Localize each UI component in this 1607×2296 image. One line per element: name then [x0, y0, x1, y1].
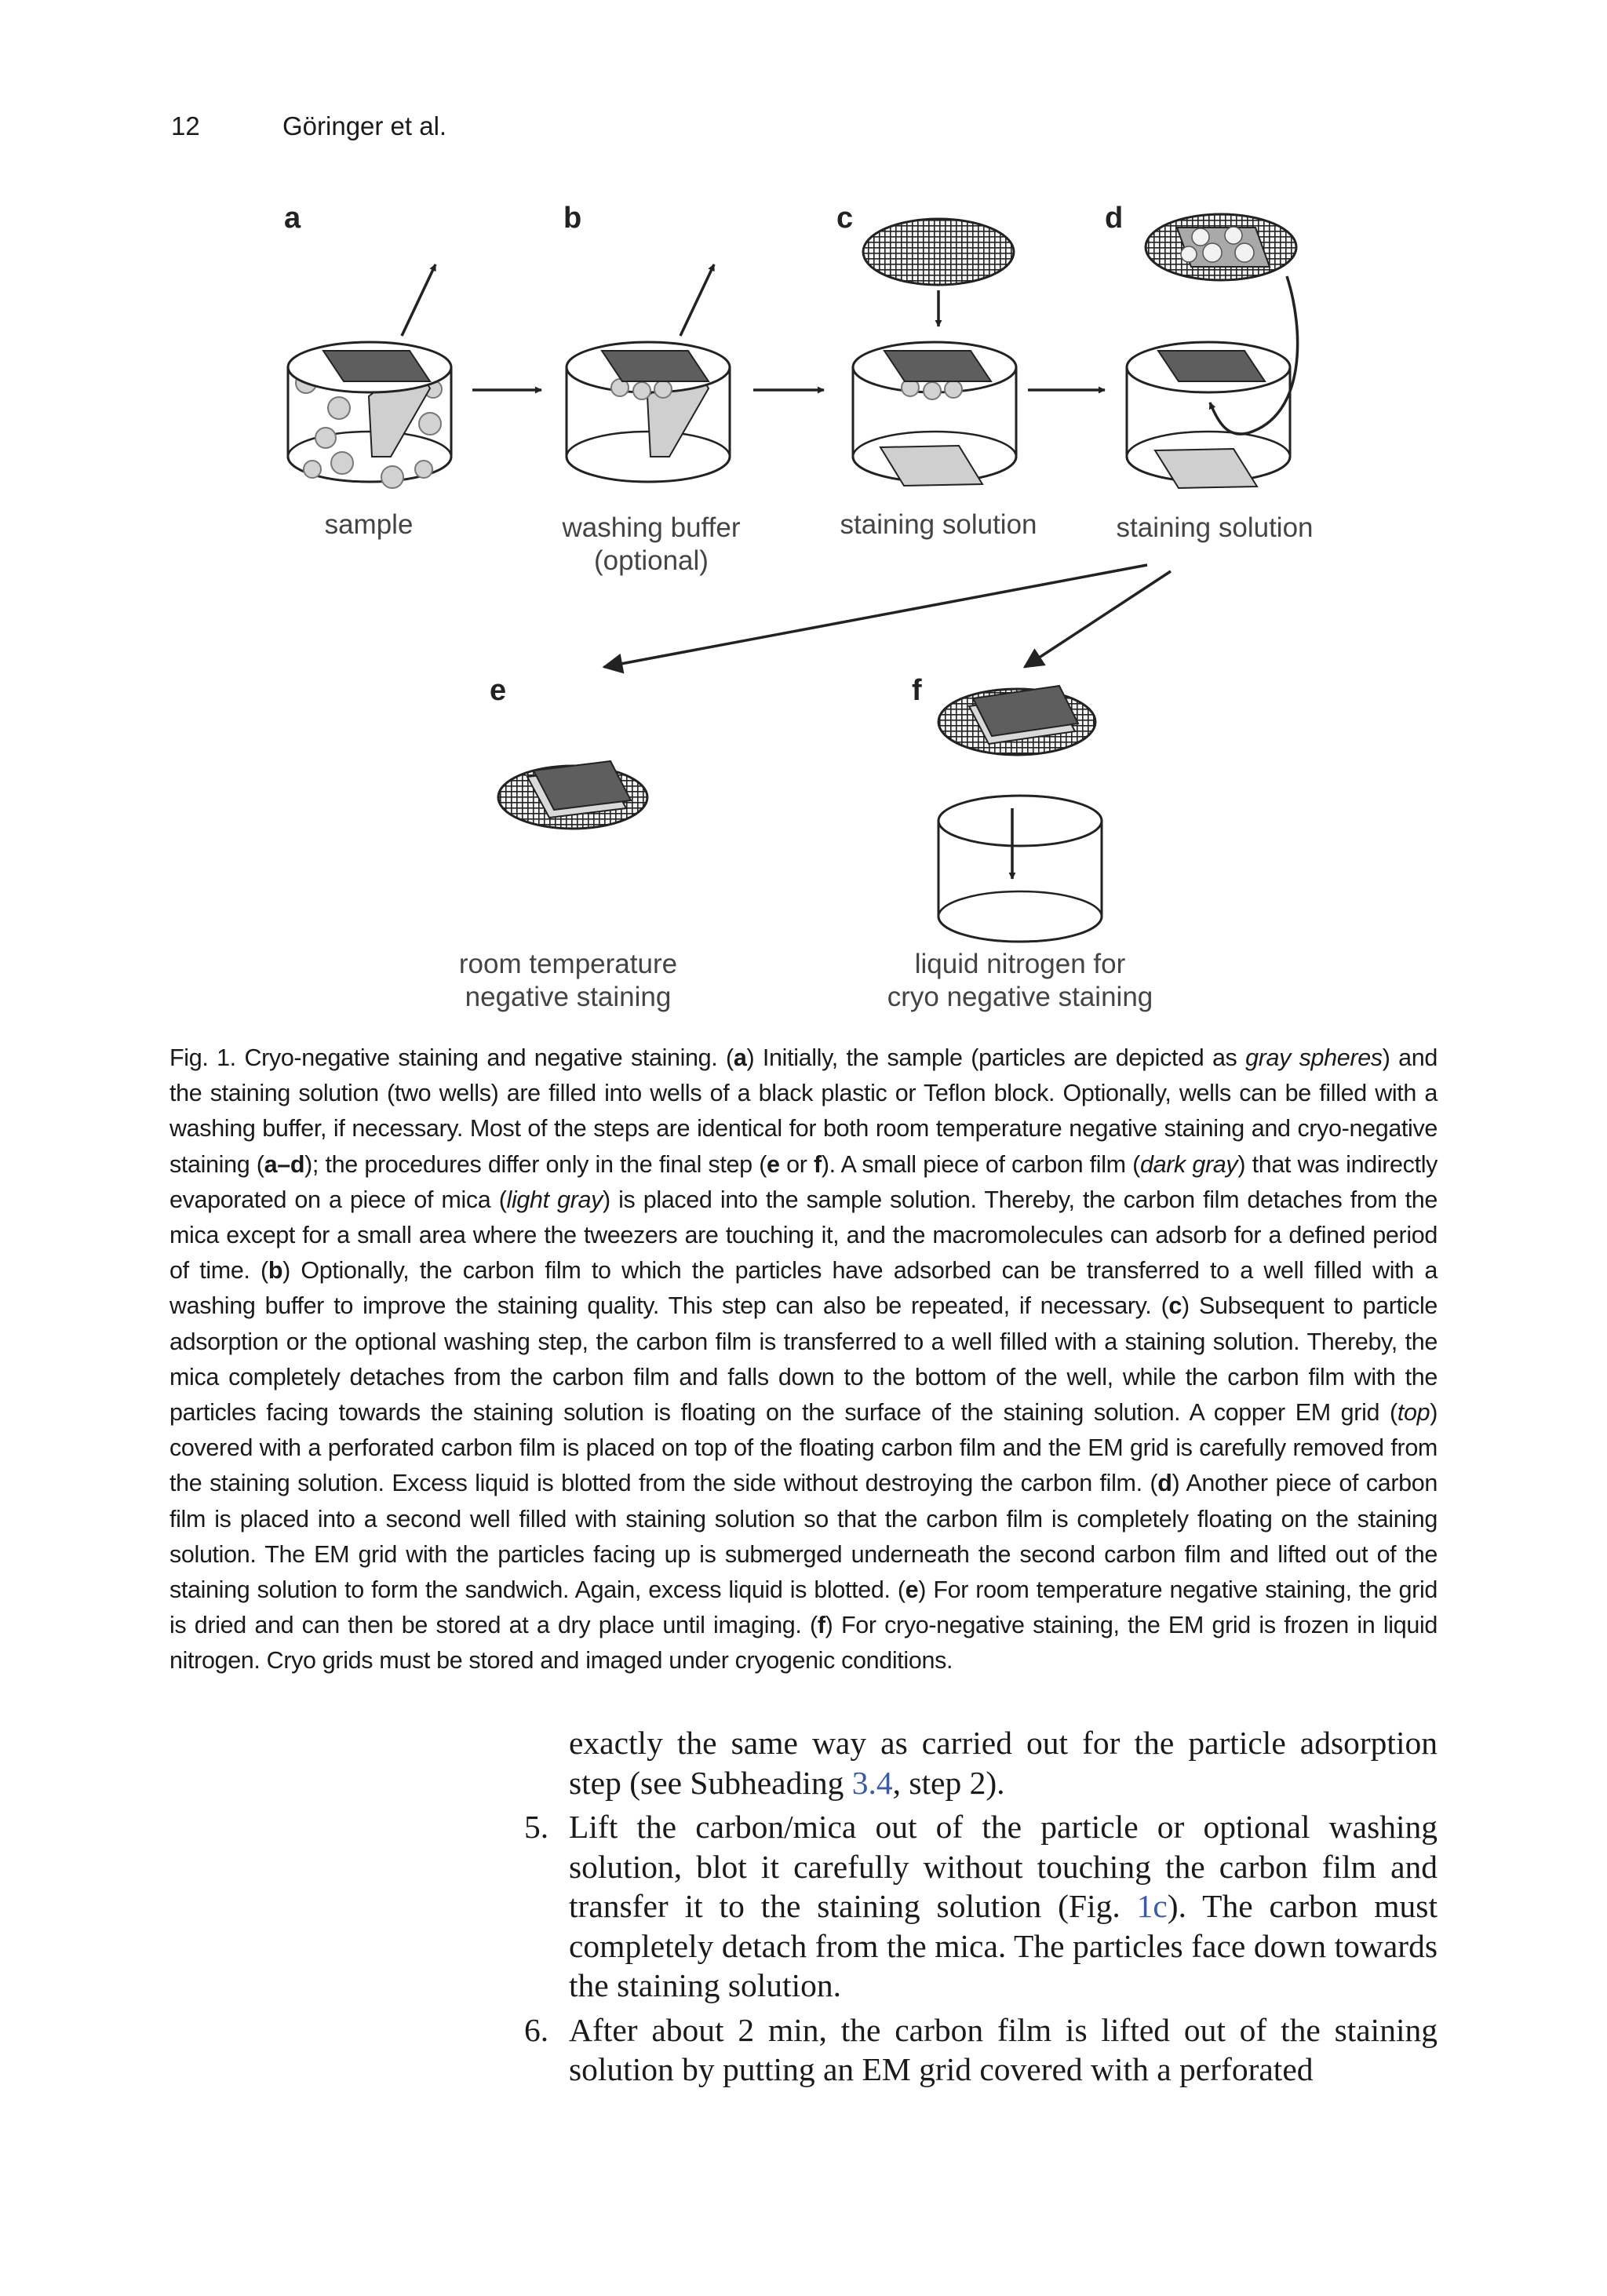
label-washing-buffer: washing buffer [561, 512, 740, 543]
figure-1-diagram: a b c d e f [284, 202, 1314, 1012]
panel-label-d: d [1105, 202, 1123, 235]
caption-ref-b: b [268, 1257, 283, 1285]
panel-label-e: e [490, 674, 506, 707]
caption-text: ) For room temperature negative staining… [169, 1576, 1438, 1639]
caption-ref-e: e [905, 1576, 919, 1604]
caption-italic: dark gray [1139, 1150, 1238, 1178]
liquid-nitrogen-container [937, 794, 1103, 943]
panel-label-b: b [563, 202, 581, 235]
figure-link[interactable]: 1c [1136, 1888, 1168, 1924]
label-liquid-nitrogen: liquid nitrogen for [915, 949, 1126, 979]
well-sample [286, 264, 453, 489]
subheading-link[interactable]: 3.4 [851, 1764, 893, 1801]
caption-ref-a: a [733, 1044, 747, 1071]
step-number: 6. [524, 2011, 549, 2048]
label-negative-staining: negative staining [465, 982, 672, 1012]
panel-label-f: f [912, 674, 922, 707]
caption-italic: light gray [506, 1186, 603, 1213]
figure-1: a b c d e f [267, 188, 1365, 1020]
process-arrows [472, 386, 1172, 674]
label-washing-buffer-optional: (optional) [594, 545, 709, 576]
body-text-span: exactly the same way as carried out for … [569, 1725, 1438, 1801]
caption-text: ) and the staining solution (two wells) … [169, 1044, 1438, 1178]
panel-label-a: a [284, 202, 301, 235]
step-number: 5. [524, 1809, 549, 1845]
grid-cryo [937, 684, 1097, 756]
body-text: exactly the same way as carried out for … [524, 1723, 1438, 2094]
continued-paragraph: exactly the same way as carried out for … [524, 1723, 1438, 1802]
figure-caption: Fig. 1. Cryo-negative staining and negat… [169, 1040, 1438, 1679]
caption-ref-f: f [817, 1612, 825, 1639]
body-text-span: ). The carbon must completely detach fro… [569, 1888, 1438, 2003]
caption-text: ). A small piece of carbon film ( [821, 1150, 1140, 1178]
caption-italic: top [1397, 1399, 1430, 1427]
well-washing-buffer [565, 264, 731, 483]
grid-room-temperature [497, 760, 649, 830]
label-sample: sample [325, 509, 414, 540]
well-staining-solution-2 [1125, 213, 1299, 490]
body-text-span: , step 2). [892, 1764, 1005, 1801]
well-staining-solution-1 [851, 217, 1018, 487]
step-5: 5. Lift the carbon/mica out of the partic… [524, 1807, 1438, 2006]
caption-text: ) covered with a perforated carbon film … [169, 1399, 1438, 1497]
caption-text: ) Another piece of carbon film is placed… [169, 1470, 1438, 1604]
caption-text: ) is placed into the sample solution. Th… [169, 1186, 1438, 1285]
caption-text: ) that was indirectly evaporated on a pi… [169, 1150, 1438, 1213]
caption-text: ) For cryo-negative staining, the EM gri… [169, 1612, 1438, 1675]
caption-text: ) Initially, the sample (particles are d… [746, 1044, 1246, 1071]
label-room-temperature: room temperature [459, 949, 677, 979]
label-staining-solution-d: staining solution [1117, 512, 1314, 543]
caption-text: ); the procedures differ only in the fin… [304, 1150, 767, 1178]
caption-ref-d: d [1157, 1470, 1172, 1497]
caption-ref-c: c [1168, 1292, 1182, 1320]
caption-italic: gray spheres [1245, 1044, 1383, 1071]
body-text-span: Lift the carbon/mica out of the particle… [569, 1809, 1438, 1924]
caption-ref-a-d: a–d [264, 1150, 305, 1178]
caption-fig-label: Fig. 1. [169, 1044, 236, 1071]
caption-text: ) Subsequent to particle adsorption or t… [169, 1292, 1438, 1427]
running-head-authors: Göringer et al. [282, 111, 447, 140]
caption-ref-e: e [767, 1150, 780, 1178]
caption-ref-f: f [814, 1150, 822, 1178]
panel-label-c: c [836, 202, 853, 235]
label-cryo-negative-staining: cryo negative staining [887, 982, 1153, 1012]
step-6: 6. After about 2 min, the carbon film is … [524, 2010, 1438, 2090]
caption-text: or [779, 1150, 814, 1178]
page-number: 12 [171, 111, 200, 140]
label-staining-solution-c: staining solution [840, 509, 1037, 540]
caption-text: ) Optionally, the carbon film to which t… [169, 1257, 1438, 1320]
body-text-span: After about 2 min, the carbon film is li… [569, 2011, 1438, 2088]
caption-text: Cryo-negative staining and negative stai… [235, 1044, 734, 1071]
